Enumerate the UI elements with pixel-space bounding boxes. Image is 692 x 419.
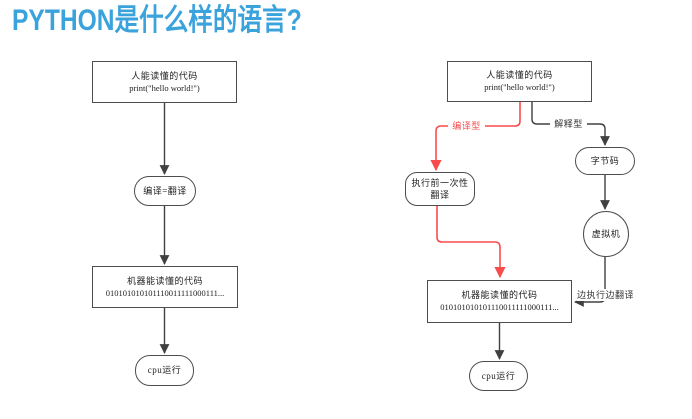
node-subtext: 010101010101110011111000111...	[105, 287, 225, 298]
right-machine-code-box: 机器能读懂的代码 010101010101110011111000111...	[427, 280, 572, 323]
node-text: 人能读懂的代码	[486, 70, 553, 81]
right-vm-node: 虚拟机	[583, 211, 629, 257]
node-text: 虚拟机	[591, 228, 621, 239]
node-subtext: print("hello world!")	[484, 82, 555, 93]
compiled-branch-label: 编译型	[448, 120, 485, 132]
node-text: cpu运行	[481, 370, 516, 381]
node-text: 翻译	[430, 190, 450, 200]
node-text: 执行前一次性	[411, 177, 469, 188]
left-cpu-node: cpu运行	[135, 355, 194, 386]
interpreted-branch-label: 解释型	[550, 118, 587, 130]
node-subtext: print("hello world!")	[129, 82, 200, 93]
right-cpu-node: cpu运行	[469, 361, 528, 391]
node-text: 字节码	[590, 155, 620, 166]
page-title: PYTHON是什么样的语言?	[12, 4, 302, 37]
right-arrow-pretranslate-to-machine	[436, 206, 506, 279]
right-pre-run-translate-node: 执行前一次性 翻译	[405, 172, 475, 206]
left-machine-code-box: 机器能读懂的代码 010101010101110011111000111...	[92, 266, 238, 308]
node-text: 机器能读懂的代码	[126, 275, 203, 286]
node-text: 机器能读懂的代码	[461, 290, 538, 301]
right-arrow-compiled-branch	[430, 102, 521, 172]
node-text: cpu运行	[147, 365, 182, 376]
left-compile-node: 编译=翻译	[134, 176, 196, 206]
right-bytecode-node: 字节码	[575, 147, 635, 175]
left-human-code-box: 人能读懂的代码 print("hello world!")	[92, 61, 237, 103]
node-text: 人能读懂的代码	[131, 70, 198, 81]
right-human-code-box: 人能读懂的代码 print("hello world!")	[447, 61, 592, 102]
node-text: 编译=翻译	[143, 185, 187, 196]
translate-while-running-label: 边执行边翻译	[577, 289, 635, 301]
node-subtext: 010101010101110011111000111...	[440, 302, 559, 313]
